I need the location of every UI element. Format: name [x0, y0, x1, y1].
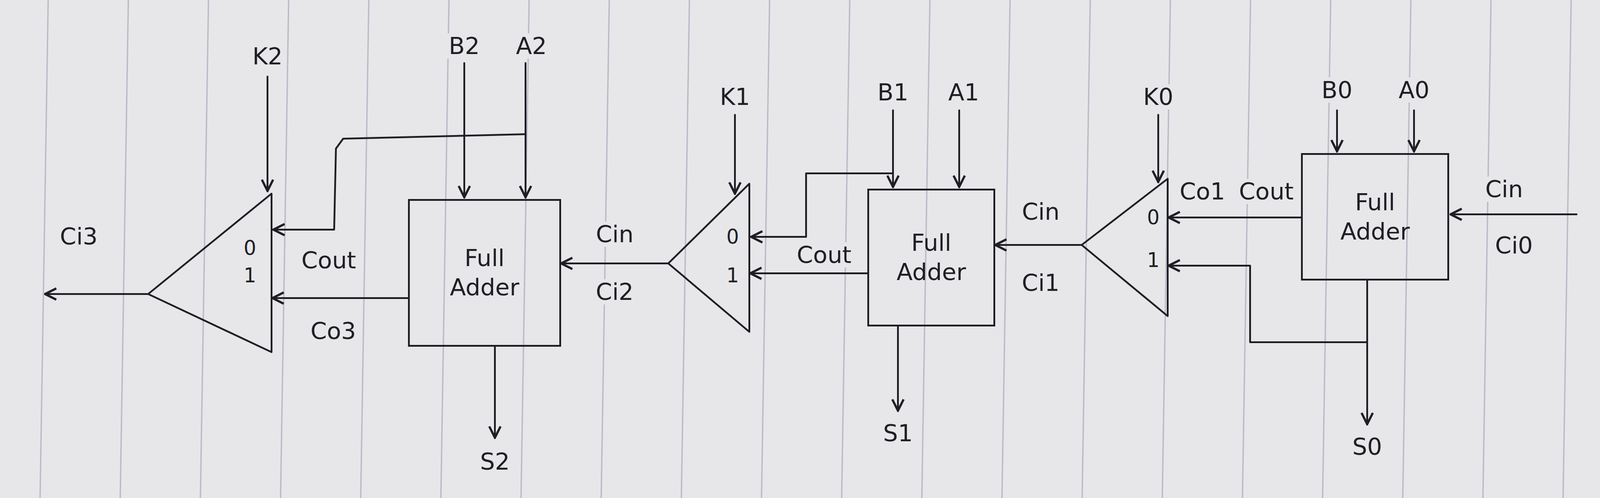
signal-name: Co1 — [1177, 178, 1227, 204]
input-wire — [524, 63, 527, 198]
ruled-line — [841, 0, 850, 498]
carry-wire — [995, 244, 1082, 246]
ruled-line — [440, 0, 449, 498]
select-wire — [1157, 114, 1160, 182]
mux-input-number: 1 — [1146, 250, 1160, 271]
ruled-line — [1082, 0, 1091, 498]
signal-name: Co3 — [308, 318, 358, 344]
mux-triangle — [1081, 178, 1168, 317]
signal-name: S2 — [478, 448, 512, 475]
ruled-line — [1162, 0, 1171, 498]
signal-name: B0 — [1319, 77, 1355, 103]
ruled-line — [1402, 0, 1411, 498]
ruled-line — [120, 0, 129, 498]
signal-name: Cout — [299, 247, 358, 273]
multiplexer: 01 — [1081, 178, 1169, 317]
input-wire — [1413, 110, 1415, 152]
carry-wire — [272, 297, 408, 300]
ruled-line — [521, 0, 530, 498]
ruled-line — [601, 0, 610, 498]
ruled-line — [1322, 0, 1331, 498]
ruled-line — [1482, 0, 1492, 498]
mux-input-number: 1 — [726, 265, 739, 286]
input-wire — [958, 110, 961, 187]
multiplexer: 01 — [148, 193, 273, 353]
signal-name: Ci1 — [1019, 270, 1062, 296]
bypass-wire — [273, 134, 526, 230]
input-wire — [892, 110, 894, 187]
ruled-line — [280, 0, 289, 498]
mux-triangle — [668, 183, 750, 332]
block-name: Full Adder — [892, 228, 971, 287]
carry-wire — [750, 272, 868, 275]
mux-outline — [668, 183, 751, 332]
ruled-line — [1001, 0, 1011, 498]
mux-triangle — [148, 193, 272, 353]
full-adder-box: Full Adder — [407, 199, 562, 347]
full-adder-box: Full Adder — [1300, 153, 1450, 281]
signal-name: A0 — [1396, 77, 1432, 103]
signal-name: Ci2 — [593, 279, 636, 305]
signal-name: A2 — [514, 33, 549, 59]
signal-name: K1 — [717, 84, 752, 110]
carry-wire — [1168, 265, 1368, 343]
signal-name: Ci0 — [1493, 232, 1535, 259]
signal-name: Cout — [794, 242, 853, 268]
input-wire — [1336, 110, 1338, 152]
signal-name: A1 — [946, 79, 982, 105]
signal-name: S0 — [1350, 434, 1384, 460]
select-wire — [266, 76, 269, 191]
mux-input-number: 1 — [243, 265, 257, 286]
ruled-line — [681, 0, 690, 498]
ruled-line — [200, 0, 209, 498]
carry-wire — [561, 262, 669, 265]
ruled-line — [360, 0, 369, 498]
multiplexer: 01 — [668, 183, 751, 332]
sum-wire — [897, 326, 899, 411]
carry-in-wire — [1450, 213, 1577, 216]
signal-name: Ci3 — [58, 223, 100, 250]
mux-outline — [1081, 178, 1169, 317]
block-name: Full Adder — [445, 243, 525, 303]
signal-name: B2 — [447, 33, 482, 59]
mux-outline — [148, 193, 273, 353]
carry-wire — [1168, 216, 1301, 219]
sum-wire — [1366, 342, 1369, 425]
select-wire — [734, 114, 736, 194]
mux-input-number: 0 — [726, 226, 739, 247]
signal-name: K2 — [250, 43, 285, 69]
input-wire — [463, 63, 466, 198]
ruled-line — [1563, 0, 1572, 498]
signal-name: Cin — [593, 221, 636, 247]
ruled-line — [761, 0, 770, 498]
full-adder-box: Full Adder — [867, 188, 996, 327]
ruled-line — [40, 0, 49, 498]
bypass-wire — [751, 173, 893, 237]
signal-name: B1 — [875, 79, 911, 105]
signal-name: Cin — [1019, 199, 1062, 225]
signal-name: K0 — [1141, 84, 1175, 110]
block-name: Full Adder — [1335, 187, 1415, 247]
signal-name: Cin — [1483, 176, 1525, 202]
signal-name: Cout — [1237, 178, 1296, 204]
signal-name: S1 — [881, 420, 915, 446]
sum-wire — [494, 346, 496, 438]
carry-out-wire — [45, 293, 149, 295]
ruled-line — [921, 0, 930, 498]
ruled-line — [1242, 0, 1251, 498]
mux-input-number: 0 — [1146, 207, 1160, 228]
mux-input-number: 0 — [243, 238, 257, 259]
